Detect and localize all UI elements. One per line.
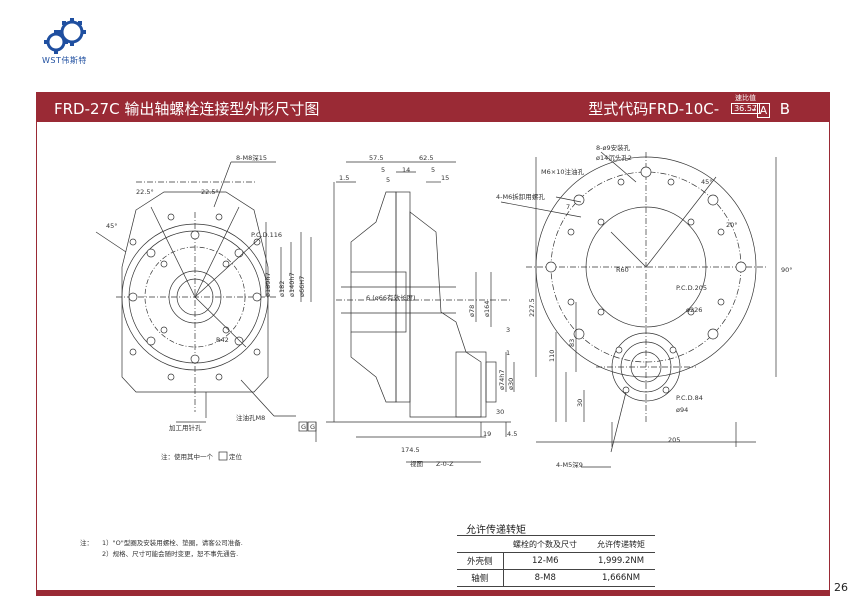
side-dia-164: ø164 [483, 301, 491, 317]
side-dim-15: 15 [441, 174, 449, 182]
rear-dim-227-5: 227.5 [528, 298, 536, 317]
front-bolt-label: 8-M8深15 [236, 153, 267, 162]
rear-dia-226: ø226 [686, 306, 702, 314]
side-view [265, 161, 515, 463]
side-dim-5b: 5 [431, 166, 435, 174]
side-dia-182: ø182 [278, 281, 286, 297]
side-dim-3: 3 [506, 326, 510, 334]
side-dim-1-5: 1.5 [339, 174, 349, 182]
model-code: 型式代码FRD-10C--A B [588, 100, 790, 118]
table-cell: 外壳侧 [457, 552, 504, 570]
company-logo [44, 18, 86, 54]
side-dim-5c: 5 [386, 176, 390, 184]
torque-table: 螺栓的个数及尺寸 允许传递转矩 外壳侧 12-M6 1,999.2NM 轴侧 8… [457, 535, 656, 587]
rear-view [500, 151, 777, 468]
note-item-2: 2）规格、尺寸可能会随时变更，恕不事先通告. [102, 550, 239, 558]
side-shaft-label: 6 (ø66有效长度) [366, 293, 416, 302]
torque-table-title: 允许传递转矩 [466, 525, 526, 536]
title-bar: FRD-27C 输出轴螺栓连接型外形尺寸图 型式代码FRD-10C--A B 速… [36, 92, 830, 122]
table-cell: 8-M8 [503, 569, 588, 587]
page-title: FRD-27C 输出轴螺栓连接型外形尺寸图 [54, 100, 320, 118]
rear-pcd-84: P.C.D.84 [676, 394, 703, 402]
rear-dim-30: 30 [576, 399, 584, 407]
side-dim-19: 19 [483, 430, 491, 438]
front-r-label: R42 [216, 336, 229, 344]
rear-angle-45: 45° [701, 178, 713, 186]
rear-dim-205: 205 [668, 436, 680, 444]
side-dim-62-5: 62.5 [419, 154, 433, 162]
side-g-mark-2: G [310, 423, 315, 431]
frame-right [829, 92, 830, 592]
table-cell: 轴侧 [457, 569, 504, 587]
table-header-torque: 允许传递转矩 [587, 535, 656, 553]
side-dia-78: ø78 [468, 305, 476, 317]
logo-text: WST伟斯特 [42, 56, 87, 65]
front-pin-label: 加工用针孔 [169, 423, 202, 432]
front-angle-left: 22.5° [136, 188, 154, 196]
notes: 注： 1）"O"型圈及安装用螺栓、垫圈，请客公司准备. 2）规格、尺寸可能会随时… [80, 538, 243, 560]
table-header-bolts: 螺栓的个数及尺寸 [503, 535, 588, 553]
model-code-suffix: B [779, 100, 790, 118]
ratio-label: 速比值 [735, 94, 757, 102]
rear-angle-20: 20° [726, 221, 738, 229]
rear-dia-94: ø94 [676, 406, 688, 414]
side-dim-14: 14 [402, 166, 410, 174]
bottom-band [36, 590, 830, 596]
side-g-mark-1: G [301, 423, 306, 431]
front-oil-label: 注油孔M8 [236, 413, 265, 422]
rear-pcd-205: P.C.D.205 [676, 284, 707, 292]
front-note-tail: 定位 [229, 452, 243, 461]
front-pcd-label: P.C.D.116 [251, 231, 282, 239]
rear-tap-label: M6×10注油孔 [541, 167, 584, 176]
front-angle-45: 45° [106, 222, 118, 230]
note-item-1: 1）"O"型圈及安装用螺栓、垫圈，请客公司准备. [102, 539, 243, 547]
side-dia-66: ø66H7 [298, 276, 306, 297]
model-code-box: A [756, 103, 771, 118]
table-row: 轴侧 8-M8 1,666NM [457, 569, 656, 587]
front-angle-right: 22.5° [201, 188, 219, 196]
rear-r60: R60 [616, 266, 629, 274]
front-note: 注：使用其中一个 [161, 452, 214, 461]
rear-counterbore: ø14沉头孔2 [596, 153, 632, 162]
side-dia-30: ø30 [507, 378, 515, 390]
table-cell: 12-M6 [503, 552, 588, 570]
side-dim-174-5: 174.5 [401, 446, 420, 454]
rear-hole-label: 8-ø9安装孔 [596, 143, 631, 152]
ratio-value: 36.57 [731, 103, 760, 114]
rear-tap2-label: 4-M6拆卸用螺孔 [496, 192, 545, 201]
front-view [95, 161, 296, 461]
table-header-empty [457, 535, 504, 553]
rear-dim-7: 7 [566, 203, 570, 211]
table-cell: 1,666NM [587, 569, 656, 587]
side-dia-74: ø74h7 [498, 369, 506, 390]
side-dim-1: 1 [506, 349, 510, 357]
frame-left [36, 122, 37, 592]
side-dia-140: ø140h7 [288, 272, 296, 297]
ratio-box: 速比值 36.57 [731, 94, 760, 114]
table-row: 外壳侧 12-M6 1,999.2NM [457, 552, 656, 570]
side-dim-5a: 5 [381, 166, 385, 174]
table-cell: 1,999.2NM [587, 552, 656, 570]
side-dia-189: ø189h7 [264, 272, 272, 297]
notes-label: 注： [80, 539, 93, 547]
rear-tap3-label: 4-M5深9 [556, 460, 583, 469]
side-dim-30: 30 [496, 408, 504, 416]
rear-dim-83: 83 [568, 339, 576, 347]
side-dim-57-5: 57.5 [369, 154, 383, 162]
model-code-prefix: 型式代码FRD-10C- [588, 100, 720, 118]
rear-angle-90: 90° [781, 266, 793, 274]
side-dim-4-5: 4.5 [507, 430, 517, 438]
page-number: 26 [834, 581, 848, 594]
table-header-row: 螺栓的个数及尺寸 允许传递转矩 [457, 535, 656, 553]
rear-dim-110: 110 [548, 350, 556, 362]
side-view-value: Z-0-Z [436, 460, 454, 468]
side-view-label: 视图 [410, 459, 423, 468]
engineering-drawing: 22.5° 22.5° 45° 8-M8深15 P.C.D.116 R42 注油… [95, 143, 793, 469]
